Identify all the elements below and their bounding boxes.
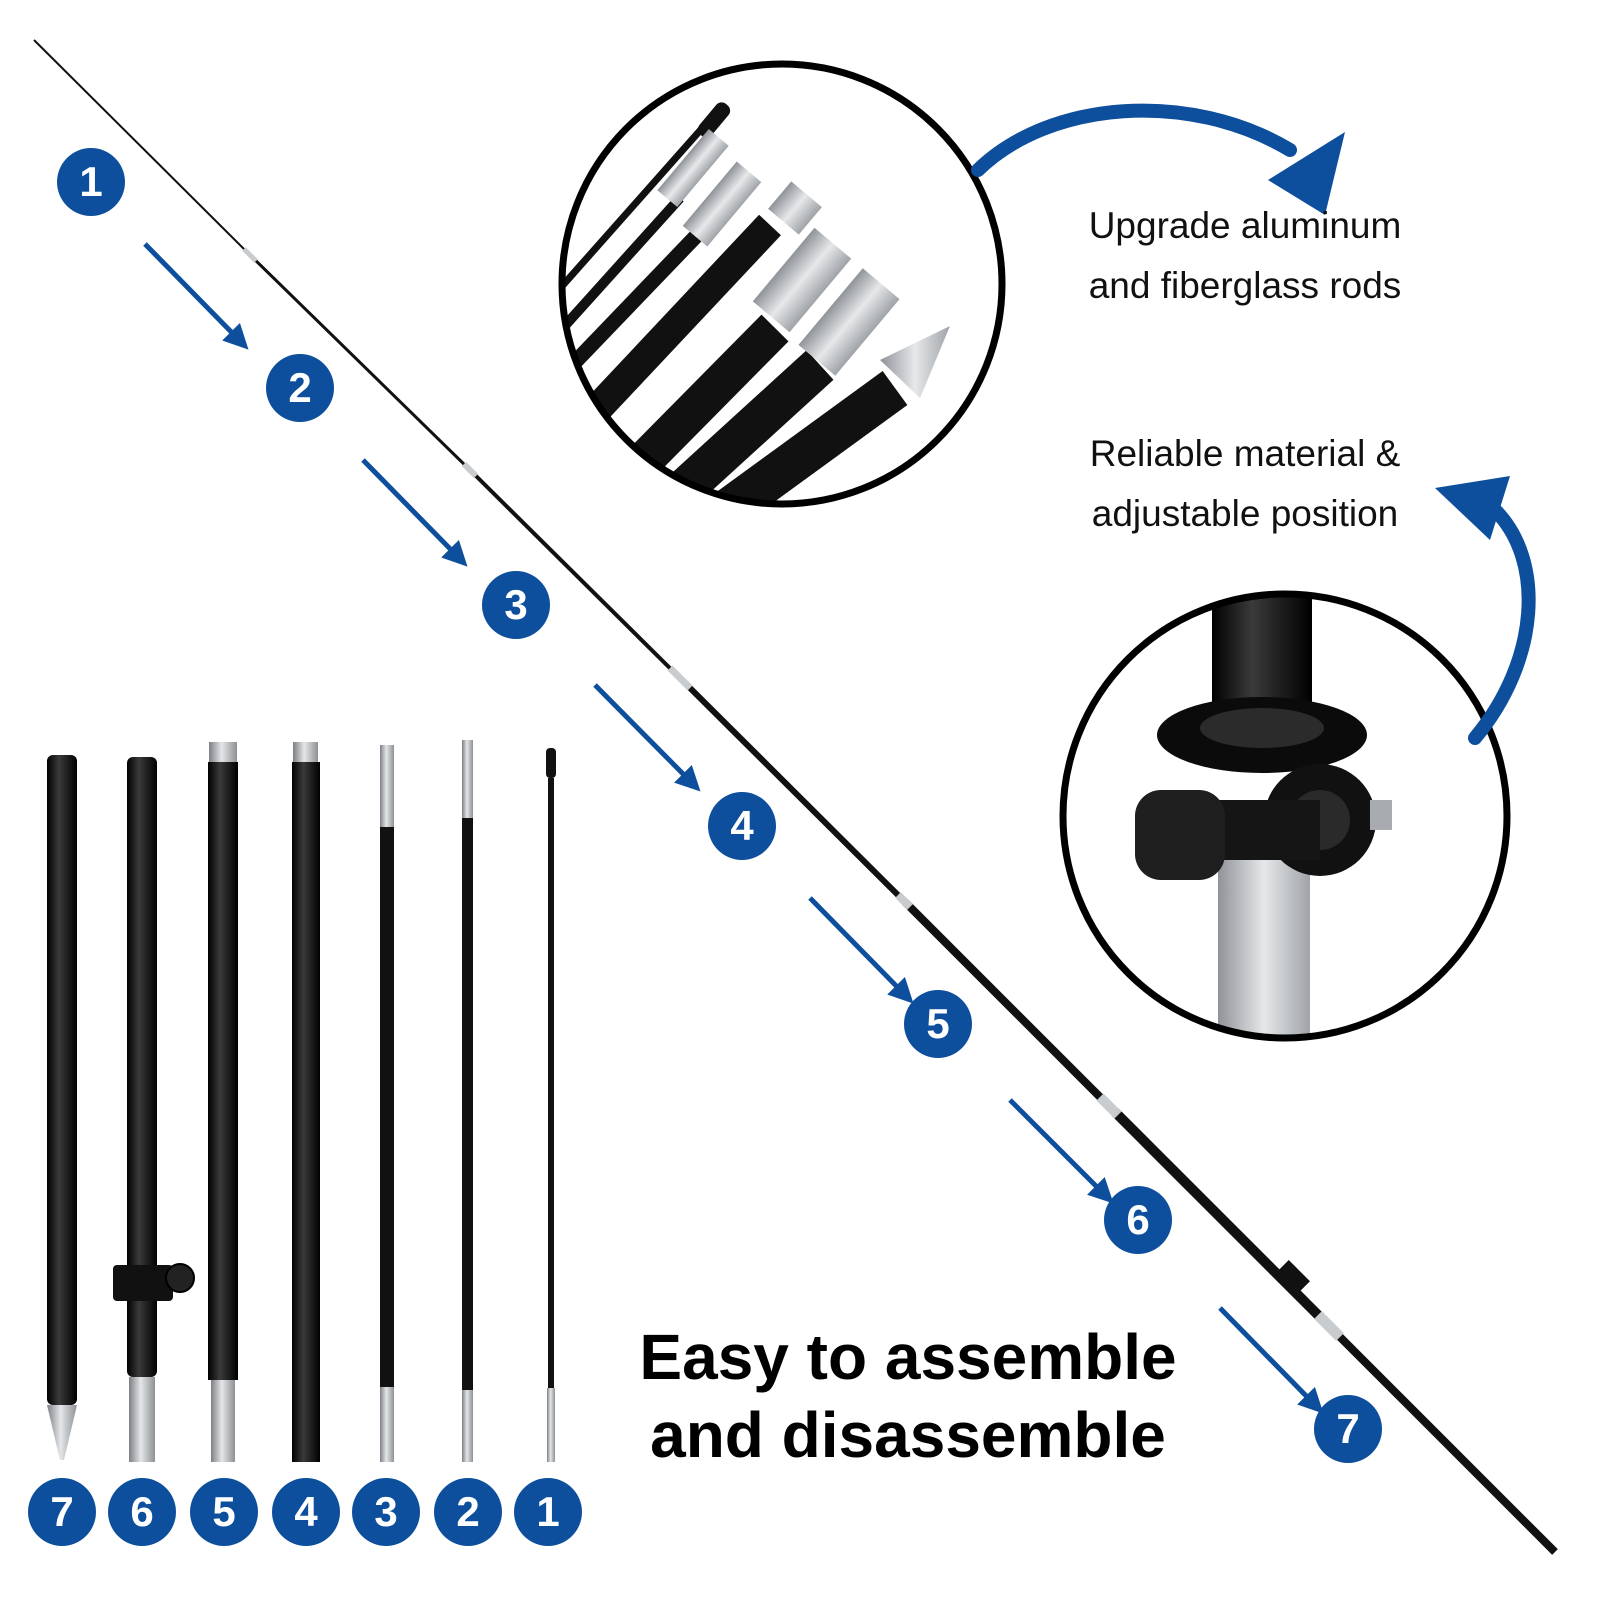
callout-reliable-material: Reliable material & adjustable position	[1040, 424, 1450, 544]
step-badge-4: 4	[708, 792, 776, 860]
headline-line-1: Easy to assemble	[639, 1321, 1177, 1393]
arrow-down-right-icon	[593, 683, 701, 792]
arrow-down-right-icon	[808, 896, 914, 1004]
step-badge-7: 7	[1314, 1395, 1382, 1463]
clamp-detail	[1059, 590, 1511, 1042]
step-badge-5: 5	[904, 990, 972, 1058]
part-badge: 6	[108, 1478, 176, 1546]
part-badge: 7	[28, 1478, 96, 1546]
curved-arrow-icon	[1435, 476, 1510, 540]
arrow-down-right-icon	[1218, 1306, 1324, 1414]
part-badge: 2	[434, 1478, 502, 1546]
curved-arrow-icon	[1268, 132, 1345, 215]
callout-line: Upgrade aluminum	[1088, 205, 1402, 246]
headline-line-2: and disassemble	[650, 1399, 1166, 1471]
curved-arrow-icon	[971, 103, 1297, 177]
arrow-down-right-icon	[1008, 1098, 1114, 1204]
callout-line: adjustable position	[1091, 493, 1399, 534]
part-badge: 5	[190, 1478, 258, 1546]
step-badge-6: 6	[1104, 1186, 1172, 1254]
callout-line: Reliable material &	[1089, 433, 1401, 474]
headline: Easy to assemble and disassemble	[578, 1318, 1238, 1474]
disassembled-parts	[47, 740, 556, 1462]
step-badge-3: 3	[482, 571, 550, 639]
curved-arrow-icon	[1468, 503, 1536, 745]
part-badge: 3	[352, 1478, 420, 1546]
step-arrows	[143, 242, 1324, 1414]
arrow-down-right-icon	[143, 242, 249, 350]
arrow-down-right-icon	[361, 458, 468, 567]
callout-line: and fiberglass rods	[1088, 265, 1402, 306]
part-badge: 4	[272, 1478, 340, 1546]
assembled-pole	[33, 39, 1558, 1555]
step-badge-1: 1	[57, 148, 125, 216]
step-badge-2: 2	[266, 354, 334, 422]
rod-ends-detail	[558, 60, 1006, 508]
part-badge: 1	[514, 1478, 582, 1546]
callout-upgrade-rods: Upgrade aluminum and fiberglass rods	[1040, 196, 1450, 316]
